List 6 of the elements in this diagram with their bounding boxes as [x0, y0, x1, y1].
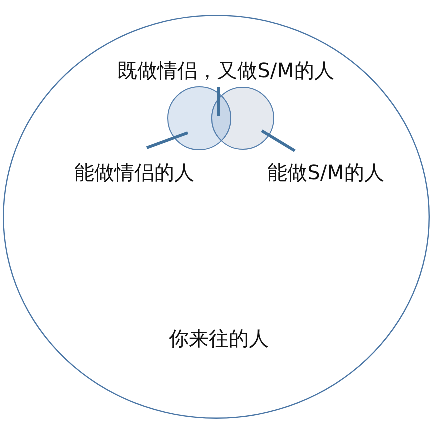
leader-line: [146, 132, 189, 150]
set-label: 既做情侣，又做S/M的人: [118, 60, 334, 82]
set-label: 能做情侣的人: [74, 162, 194, 184]
leader-line: [261, 130, 296, 152]
set-label: 能做S/M的人: [268, 162, 384, 184]
set-label: 你来往的人: [169, 328, 269, 350]
